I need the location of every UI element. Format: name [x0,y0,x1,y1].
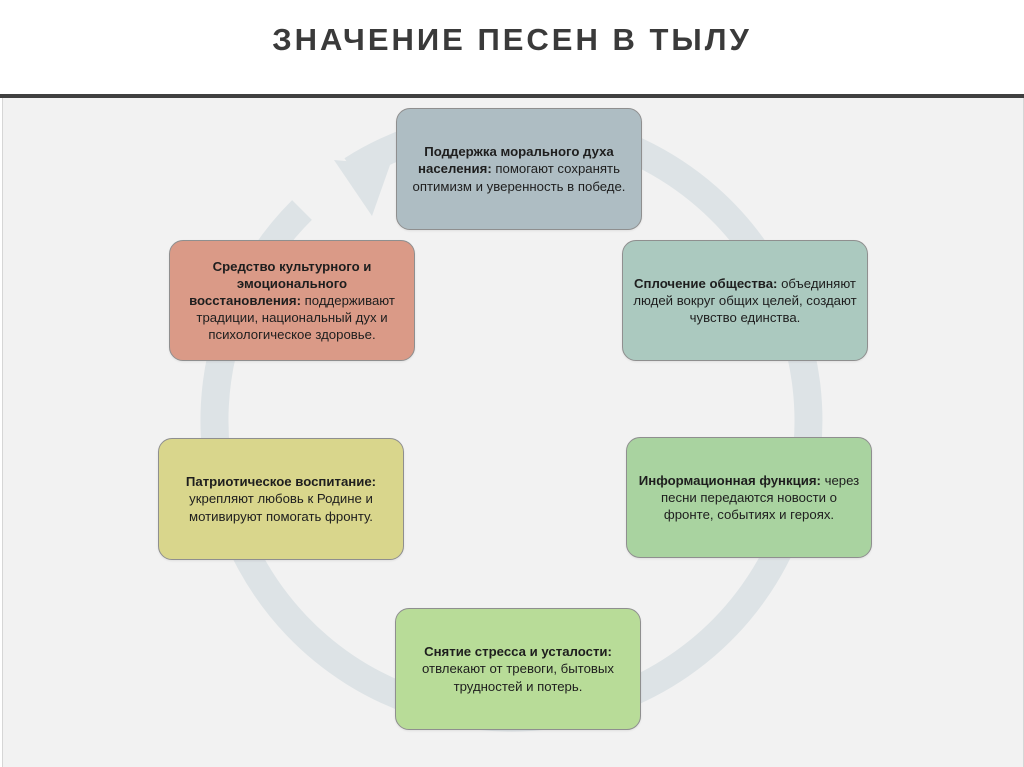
cycle-node-information: Информационная функция: через песни пере… [626,437,872,558]
page-title: ЗНАЧЕНИЕ ПЕСЕН В ТЫЛУ [272,22,752,57]
node-text: отвлекают от тревоги, бытовых трудностей… [421,661,614,694]
cycle-node-unity: Сплочение общества: объединяют людей вок… [622,240,868,361]
cycle-node-patriotism: Патриотическое воспитание: укрепляют люб… [158,438,404,560]
node-heading: Сплочение общества: [634,275,778,291]
cycle-node-moral-support: Поддержка морального духа населения: пом… [396,108,642,230]
node-heading: Средство культурного и эмоционального во… [189,258,372,308]
cycle-node-cultural-recovery: Средство культурного и эмоционального во… [169,240,415,361]
node-heading: Информационная функция: [638,472,821,488]
node-text: укрепляют любовь к Родине и мотивируют п… [189,491,373,524]
node-text: через песни передаются новости о фронте,… [661,472,860,523]
node-text: помогают сохранять оптимизм и уверенност… [412,161,626,194]
node-text: поддерживают традиции, национальный дух … [196,292,395,343]
title-divider [0,94,1024,98]
cycle-arrowhead-icon [334,160,390,216]
node-heading: Снятие стресса и усталости: [424,644,612,660]
cycle-node-stress-relief: Снятие стресса и усталости: отвлекают от… [395,608,641,730]
node-heading: Патриотическое воспитание: [185,474,377,490]
node-heading: Поддержка морального духа населения: [418,144,614,177]
node-text: объединяют людей вокруг общих целей, соз… [633,275,857,326]
